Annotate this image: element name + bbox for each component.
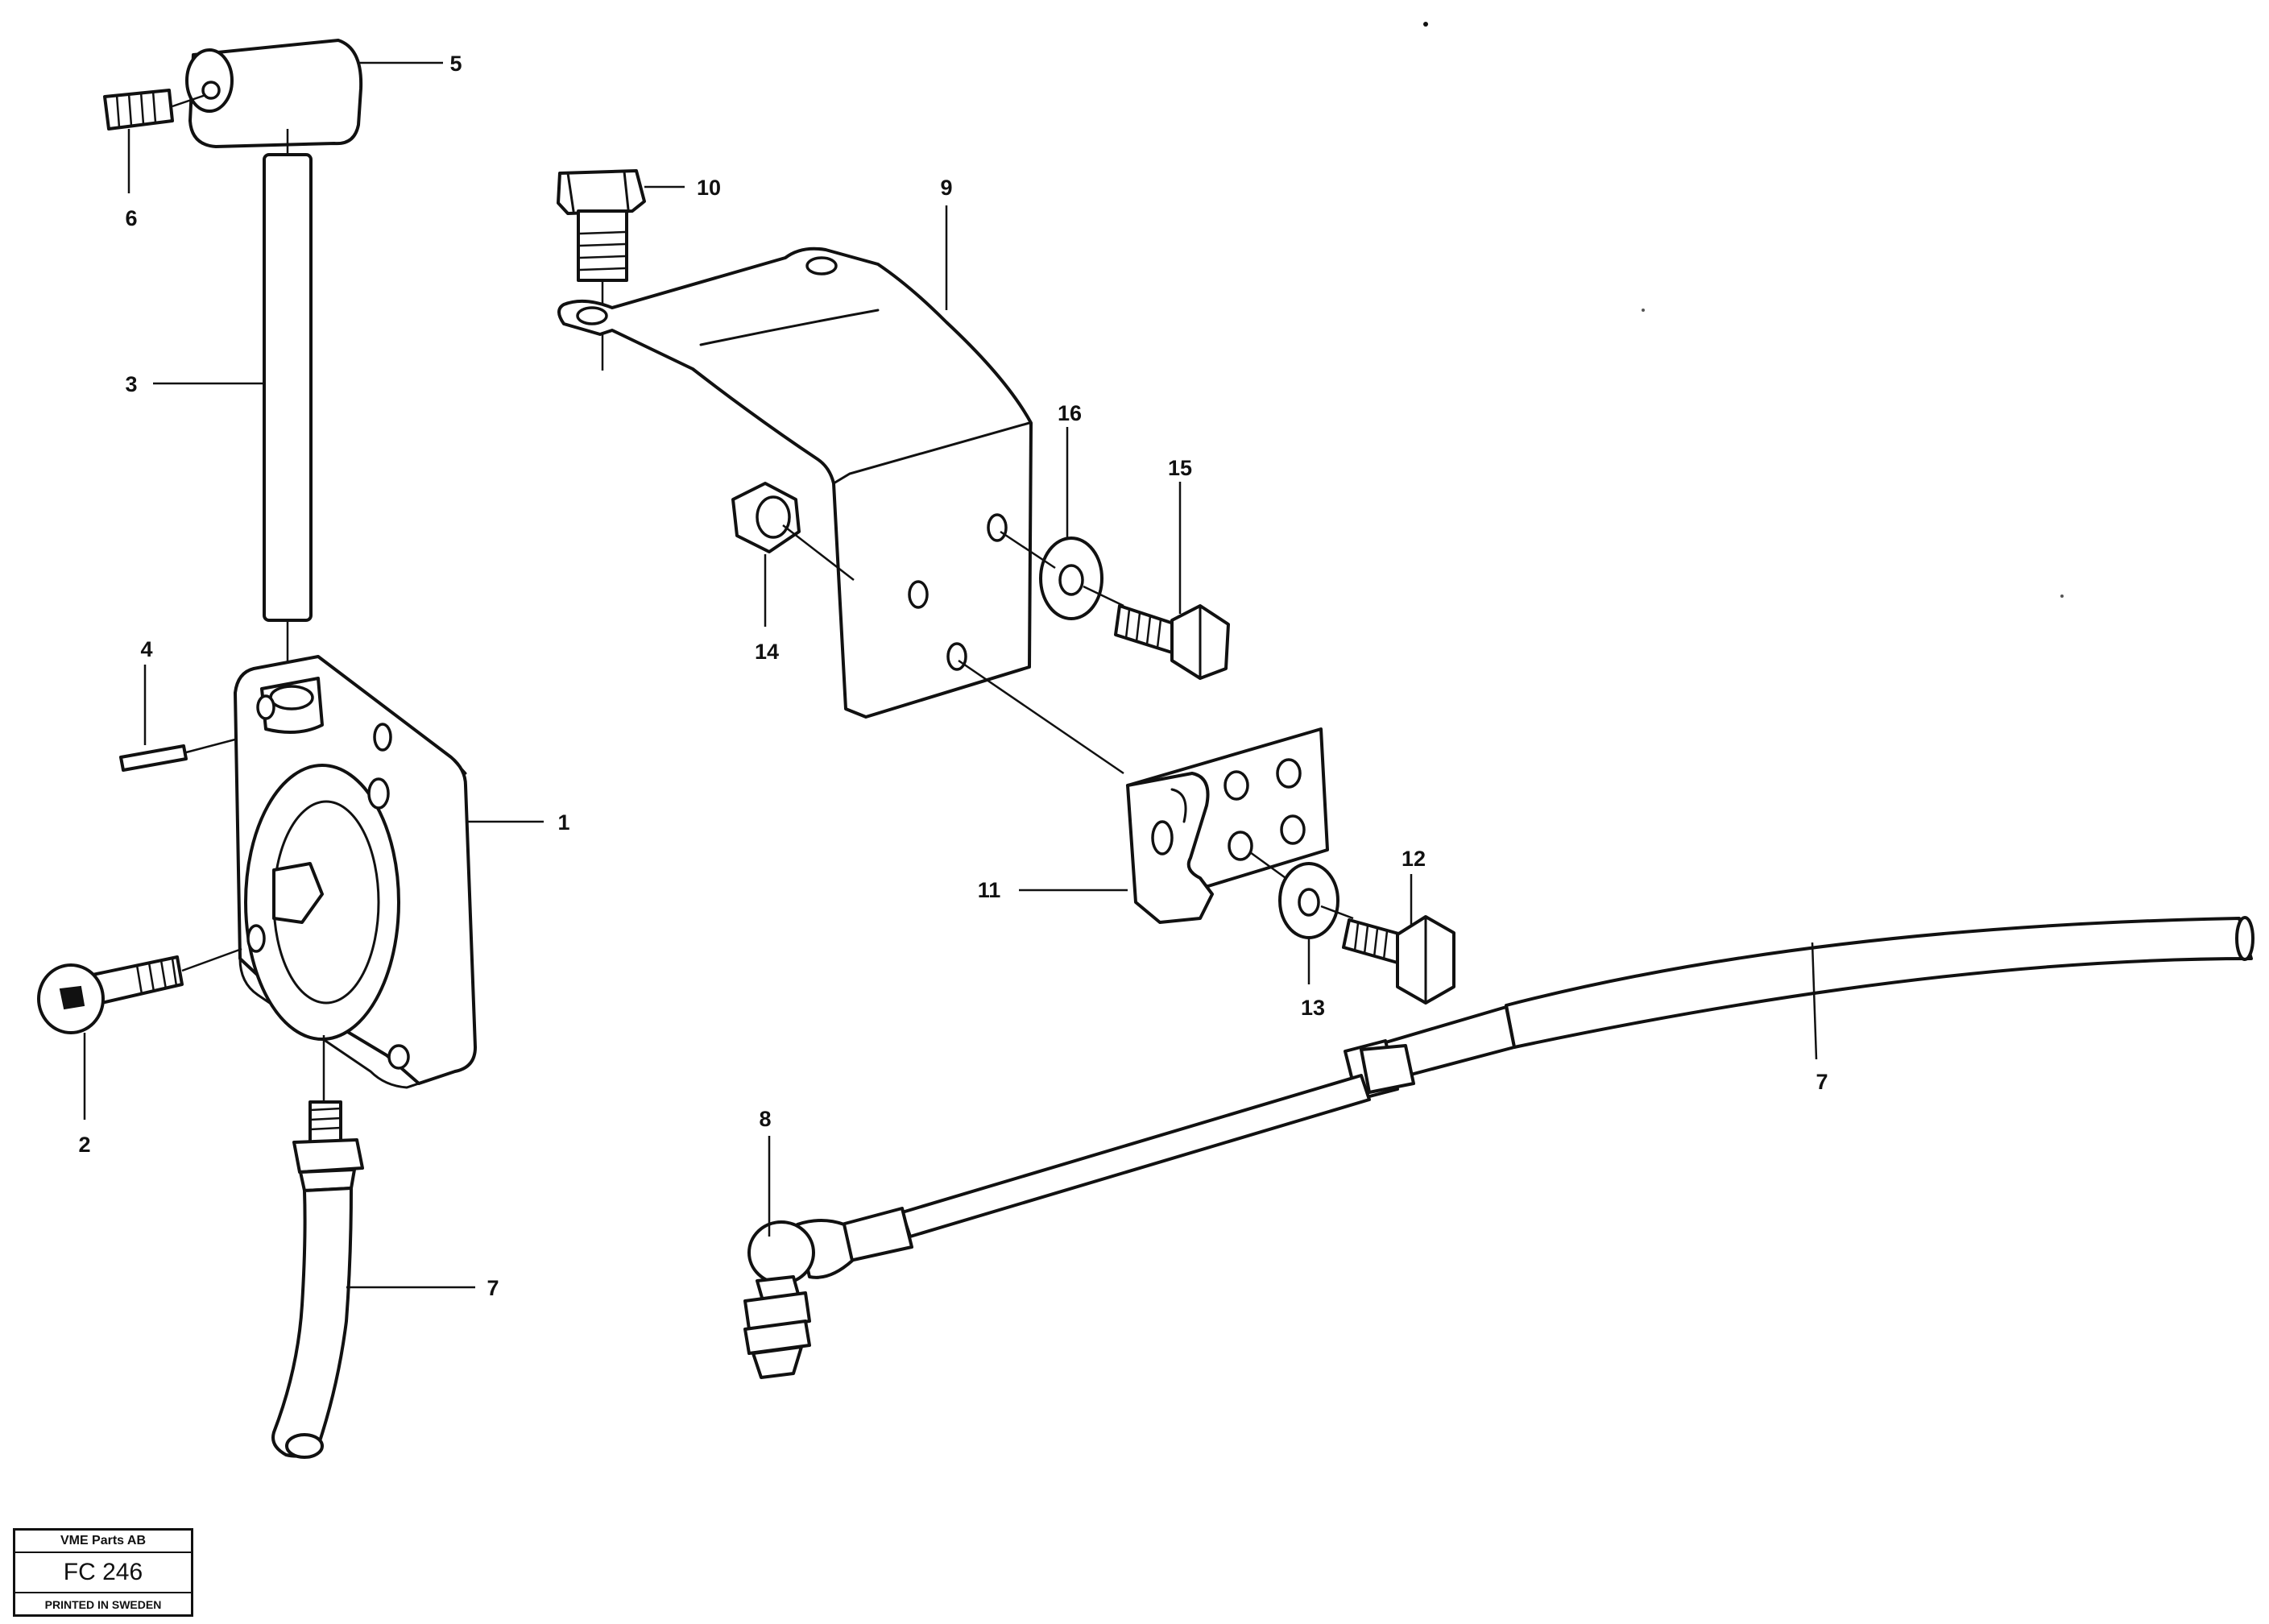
cable-right <box>743 916 2255 1379</box>
bolt-upper <box>1083 585 1230 680</box>
callout-9: 9 <box>940 176 952 200</box>
callout-labels: 5 6 3 4 1 2 7 8 7 10 9 16 15 14 11 12 13 <box>78 52 1828 1300</box>
callout-15: 15 <box>1168 456 1192 480</box>
callout-12: 12 <box>1402 847 1426 871</box>
bolt-lower <box>1342 915 1455 1005</box>
printed-note: PRINTED IN SWEDEN <box>44 1598 162 1611</box>
callout-10: 10 <box>697 176 721 200</box>
callout-8: 8 <box>759 1107 771 1131</box>
callout-16: 16 <box>1058 401 1082 425</box>
set-screw <box>103 89 206 130</box>
company-name: VME Parts AB <box>15 1531 191 1553</box>
figure-code: FC 246 <box>15 1553 191 1593</box>
callout-2: 2 <box>78 1133 90 1157</box>
callout-5: 5 <box>449 52 462 76</box>
callout-6: 6 <box>125 206 137 230</box>
nut <box>731 482 855 581</box>
cap-screw <box>37 947 242 1034</box>
knob <box>185 39 363 148</box>
lever-rod <box>263 129 313 669</box>
callout-14: 14 <box>755 640 779 664</box>
cable-left <box>271 1100 364 1459</box>
washer-upper <box>1000 530 1103 620</box>
mounting-bracket <box>557 246 1033 719</box>
callout-1: 1 <box>557 810 569 835</box>
title-block: VME Parts AB FC 246 PRINTED IN SWEDEN <box>13 1528 193 1617</box>
leader-lines <box>83 61 1818 1289</box>
washer-lower <box>1278 862 1354 939</box>
callout-3: 3 <box>125 372 137 396</box>
callout-4: 4 <box>140 637 152 661</box>
callout-11: 11 <box>978 878 1001 902</box>
callout-13: 13 <box>1301 996 1325 1020</box>
bracket-bolt <box>557 169 646 371</box>
callout-7-right: 7 <box>1816 1070 1828 1094</box>
callout-7-left: 7 <box>487 1276 499 1300</box>
cable-bracket <box>958 659 1329 924</box>
control-housing <box>234 655 477 1104</box>
